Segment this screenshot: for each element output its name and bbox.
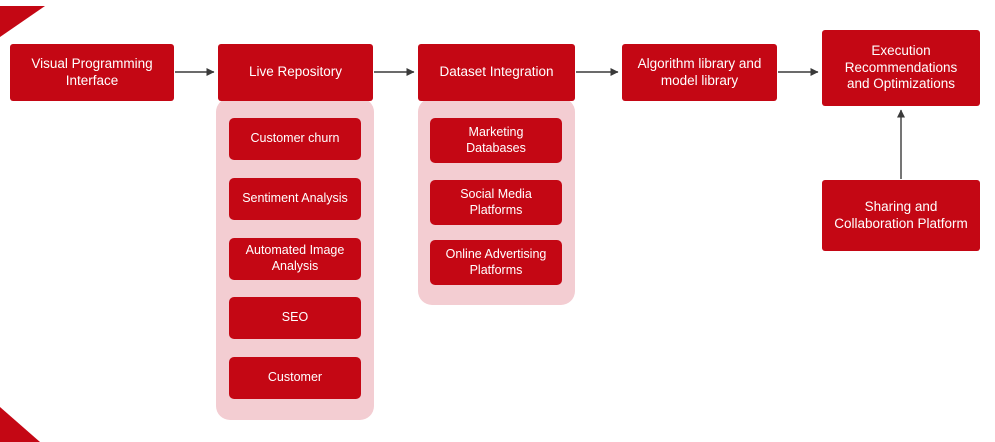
node-live-repository: Live Repository [218,44,373,101]
subnode-label: Marketing Databases [466,124,526,155]
node-label: Live Repository [248,64,343,80]
subnode-customer-churn: Customer churn [229,118,361,160]
subnode-label: Automated Image Analysis [245,243,345,273]
node-label: Algorithm library and model library [637,55,762,88]
corner-triangle-top-left [0,6,45,37]
node-execution-recommendations: Execution Recommendations and Optimizati… [822,30,980,106]
subnode-label: Social Media Platforms [460,186,532,217]
subnode-label: Online Advertising Platforms [445,246,547,277]
subnode-label: SEO [281,310,309,325]
subnode-automated-image-analysis: Automated Image Analysis [229,238,361,280]
subnode-marketing-databases: Marketing Databases [430,118,562,163]
subnode-customer: Customer [229,357,361,399]
corner-triangle-bottom-left [0,407,40,442]
node-label: Sharing and Collaboration Platform [834,198,968,231]
subnode-sentiment-analysis: Sentiment Analysis [229,178,361,220]
subnode-social-media-platforms: Social Media Platforms [430,180,562,225]
subnode-seo: SEO [229,297,361,339]
subnode-online-advertising-platforms: Online Advertising Platforms [430,240,562,285]
node-label: Execution Recommendations and Optimizati… [844,42,958,92]
subnode-label: Customer [267,370,323,385]
node-algorithm-model-library: Algorithm library and model library [622,44,777,101]
subnode-label: Sentiment Analysis [242,191,348,206]
node-dataset-integration: Dataset Integration [418,44,575,101]
node-label: Visual Programming Interface [31,55,153,88]
node-visual-programming-interface: Visual Programming Interface [10,44,174,101]
node-label: Dataset Integration [439,64,554,80]
subnode-label: Customer churn [250,131,340,146]
node-sharing-collaboration-platform: Sharing and Collaboration Platform [822,180,980,251]
